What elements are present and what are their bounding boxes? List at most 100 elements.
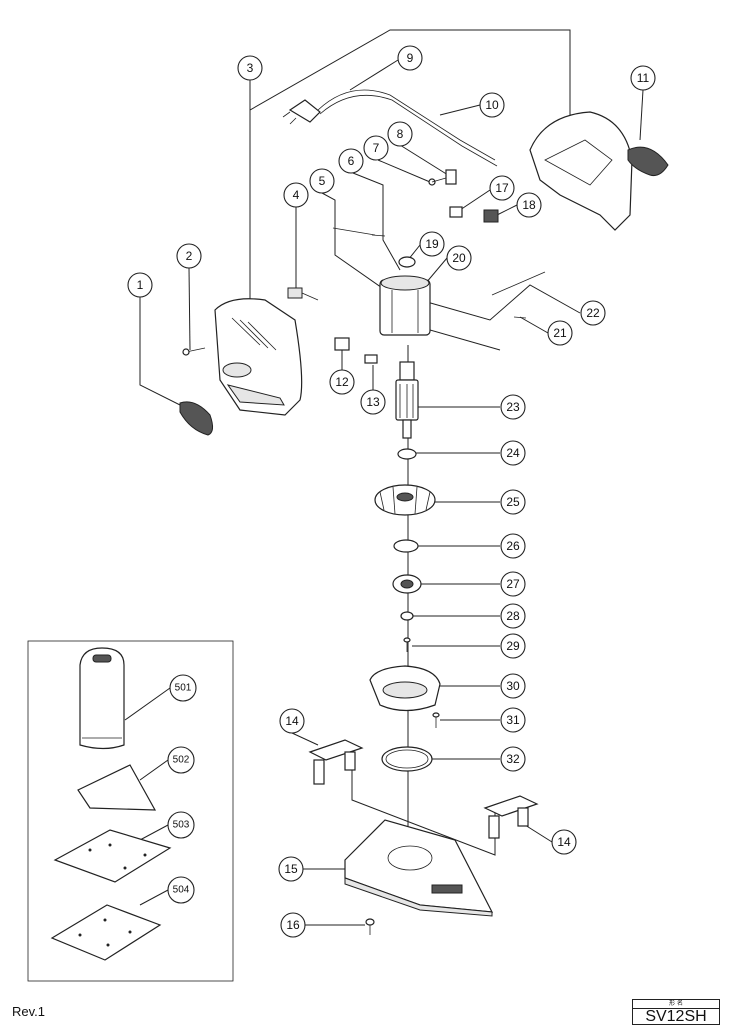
callout-28: 28	[500, 603, 526, 629]
svg-text:7: 7	[373, 141, 380, 155]
callout-9: 9	[397, 45, 423, 71]
model-header: 形 名	[633, 1000, 719, 1009]
svg-text:25: 25	[506, 495, 520, 509]
svg-text:27: 27	[506, 577, 520, 591]
svg-text:11: 11	[637, 71, 650, 85]
callout-24: 24	[500, 440, 526, 466]
part-20-stator	[379, 275, 431, 336]
callout-11: 11	[630, 65, 656, 91]
callout-18: 18	[516, 192, 542, 218]
part-2-screw	[182, 347, 206, 356]
callout-1: 1	[127, 272, 153, 298]
svg-text:8: 8	[397, 127, 404, 141]
model-name-box: 形 名 SV12SH	[632, 999, 720, 1025]
part-22-lead	[491, 271, 546, 296]
part-1-label	[179, 401, 214, 436]
svg-text:16: 16	[286, 918, 300, 932]
svg-text:30: 30	[506, 679, 520, 693]
part-21-lead	[513, 316, 527, 319]
svg-text:14: 14	[557, 835, 571, 849]
part-30-dust-guide	[369, 665, 441, 712]
svg-text:20: 20	[452, 251, 466, 265]
svg-text:501: 501	[175, 683, 192, 694]
callout-7: 7	[363, 135, 389, 161]
svg-text:4: 4	[293, 188, 300, 202]
callout-6: 6	[338, 148, 364, 174]
part-26-washer	[393, 539, 419, 553]
svg-text:6: 6	[348, 154, 355, 168]
part-27-bearing	[392, 574, 422, 594]
callout-10: 10	[479, 92, 505, 118]
svg-text:22: 22	[586, 306, 600, 320]
part-8-cord-clip	[445, 169, 457, 185]
callout-22: 22	[580, 300, 606, 326]
callout-14b: 14	[551, 829, 577, 855]
callout-20: 20	[446, 245, 472, 271]
callout-13: 13	[360, 389, 386, 415]
svg-text:5: 5	[319, 174, 326, 188]
part-5-lead	[332, 227, 376, 236]
part-31-screw	[432, 712, 440, 728]
callout-26: 26	[500, 533, 526, 559]
callout-502: 502	[167, 746, 195, 774]
callout-32: 32	[500, 746, 526, 772]
callout-25: 25	[500, 489, 526, 515]
model-name: SV12SH	[645, 1008, 707, 1025]
part-502-triangle-pad	[77, 764, 157, 811]
part-501-dust-bag	[79, 647, 125, 750]
part-17-terminal	[449, 206, 463, 218]
svg-text:15: 15	[284, 862, 298, 876]
svg-text:504: 504	[173, 885, 190, 896]
svg-text:17: 17	[495, 181, 509, 195]
part-4-capacitor	[287, 287, 319, 301]
callout-12: 12	[329, 369, 355, 395]
callout-4: 4	[283, 182, 309, 208]
callout-3: 3	[237, 55, 263, 81]
callout-501: 501	[169, 674, 197, 702]
part-9-cord	[282, 89, 498, 167]
svg-text:502: 502	[173, 755, 190, 766]
callouts: 1 2 3 4 5 6 7 8 9 10 11 12 13 14 14 15 1…	[127, 45, 656, 938]
part-3-housing	[214, 298, 303, 416]
callout-8: 8	[387, 121, 413, 147]
callout-5: 5	[309, 168, 335, 194]
svg-text:29: 29	[506, 639, 520, 653]
part-504-punch-plate	[50, 904, 162, 961]
svg-text:9: 9	[407, 51, 414, 65]
callout-29: 29	[500, 633, 526, 659]
part-25-fan	[374, 484, 436, 516]
part-503-sanding-sheet	[53, 829, 172, 883]
part-14-bracket-left	[308, 739, 364, 785]
svg-text:1: 1	[137, 278, 144, 292]
revision-label: Rev.1	[12, 1004, 45, 1019]
part-6-lead	[371, 234, 386, 237]
callout-31: 31	[500, 707, 526, 733]
parts	[179, 89, 669, 935]
part-15-base	[344, 819, 494, 917]
callout-2: 2	[176, 243, 202, 269]
svg-text:18: 18	[522, 198, 536, 212]
callout-17: 17	[489, 175, 515, 201]
svg-text:13: 13	[366, 395, 380, 409]
callout-23: 23	[500, 394, 526, 420]
part-16-screw	[365, 918, 375, 935]
callout-19: 19	[419, 231, 445, 257]
svg-text:14: 14	[285, 714, 299, 728]
part-13-brush	[364, 354, 378, 364]
svg-text:21: 21	[553, 326, 567, 340]
part-7-screw	[428, 177, 447, 186]
svg-text:26: 26	[506, 539, 520, 553]
part-23-armature	[395, 361, 419, 439]
callout-14a: 14	[279, 708, 305, 734]
callout-504: 504	[167, 876, 195, 904]
svg-text:10: 10	[485, 98, 499, 112]
part-18-switch	[483, 209, 499, 223]
accessories-box	[27, 640, 234, 982]
svg-text:24: 24	[506, 446, 520, 460]
part-12-switch	[334, 337, 350, 351]
part-28-washer	[400, 611, 414, 621]
svg-text:503: 503	[173, 820, 190, 831]
svg-text:12: 12	[335, 375, 349, 389]
callout-30: 30	[500, 673, 526, 699]
svg-text:2: 2	[186, 249, 193, 263]
